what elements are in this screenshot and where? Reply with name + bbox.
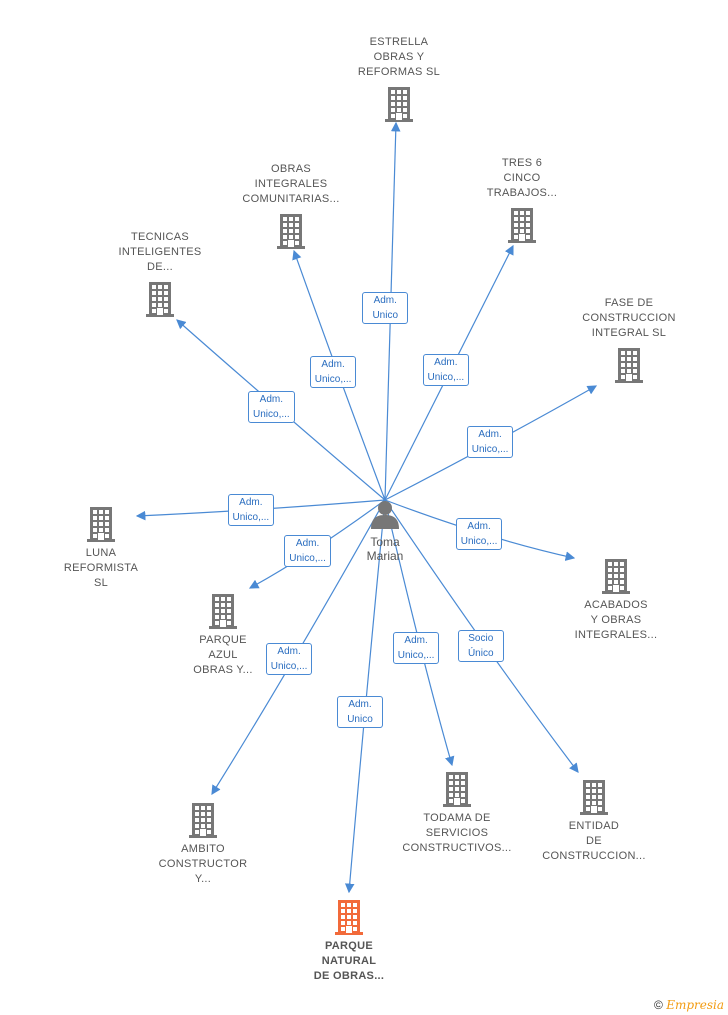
company-node-entidad[interactable]: ENTIDAD DE CONSTRUCCION... [519,779,669,864]
company-node-tres6[interactable]: TRES 6 CINCO TRABAJOS... [447,156,597,243]
company-label: OBRAS INTEGRALES COMUNITARIAS... [242,163,340,205]
company-node-parque-azul[interactable]: PARQUE AZUL OBRAS Y... [148,593,298,678]
company-label: LUNA REFORMISTA SL [63,547,139,589]
edge-label-entidad[interactable]: Socio Único [457,630,504,662]
building-icon [615,348,643,383]
building-icon [580,780,608,815]
center-person[interactable]: Toma Marian [355,498,415,563]
edge-label-estrella[interactable]: Adm. Unico [362,292,409,325]
edge-label-tecnicas[interactable]: Adm. Unico,... [248,390,295,423]
edge-label-ambito[interactable]: Adm. Unico,... [265,643,313,675]
company-node-tecnicas[interactable]: TECNICAS INTELIGENTES DE... [85,230,235,317]
company-label: TRES 6 CINCO TRABAJOS... [486,157,558,199]
company-label: TECNICAS INTELIGENTES DE... [118,231,202,273]
company-label: PARQUE AZUL OBRAS Y... [193,634,253,676]
company-label: ACABADOS Y OBRAS INTEGRALES... [574,599,658,641]
person-icon [371,501,399,529]
company-node-luna[interactable]: LUNA REFORMISTA SL [26,506,176,591]
building-icon [189,803,217,838]
edge-label-parque-natural[interactable]: Adm. Unico [337,696,383,728]
center-person-name: Toma Marian [366,535,404,563]
building-icon [443,772,471,807]
building-icon [335,900,363,935]
company-node-obras-integrales[interactable]: OBRAS INTEGRALES COMUNITARIAS... [216,162,366,249]
company-label: ESTRELLA OBRAS Y REFORMAS SL [357,36,441,78]
company-node-acabados[interactable]: ACABADOS Y OBRAS INTEGRALES... [541,558,691,643]
company-label: AMBITO CONSTRUCTOR Y... [158,843,248,885]
building-icon [508,208,536,243]
edge-label-todama[interactable]: Adm. Unico,... [392,632,440,665]
company-label: PARQUE NATURAL DE OBRAS... [313,940,385,982]
building-icon [146,282,174,317]
edge-label-parque-azul[interactable]: Adm. Unico,... [284,534,331,567]
edge-label-fase[interactable]: Adm. Unico,... [466,426,514,458]
edge-label-obras-integrales[interactable]: Adm. Unico,... [309,356,357,389]
edge-label-acabados[interactable]: Adm. Unico,... [455,518,503,550]
company-label: TODAMA DE SERVICIOS CONSTRUCTIVOS... [402,812,512,854]
company-label: FASE DE CONSTRUCCION INTEGRAL SL [582,297,676,339]
company-node-estrella[interactable]: ESTRELLA OBRAS Y REFORMAS SL [324,35,474,122]
company-label: ENTIDAD DE CONSTRUCCION... [542,820,646,862]
edge-label-luna[interactable]: Adm. Unico,... [227,493,275,526]
building-icon [87,507,115,542]
copyright-symbol: © [654,998,663,1012]
company-node-todama[interactable]: TODAMA DE SERVICIOS CONSTRUCTIVOS... [382,771,532,856]
company-node-ambito[interactable]: AMBITO CONSTRUCTOR Y... [128,802,278,887]
building-icon [277,214,305,249]
footer-brand: © Empresia [654,998,724,1012]
building-icon [209,594,237,629]
brand-name: Empresia [666,998,724,1012]
company-node-parque-natural[interactable]: PARQUE NATURAL DE OBRAS... [274,899,424,984]
building-icon [385,87,413,122]
company-node-fase[interactable]: FASE DE CONSTRUCCION INTEGRAL SL [554,296,704,383]
edge-label-tres6[interactable]: Adm. Unico,... [422,353,470,386]
building-icon [602,559,630,594]
